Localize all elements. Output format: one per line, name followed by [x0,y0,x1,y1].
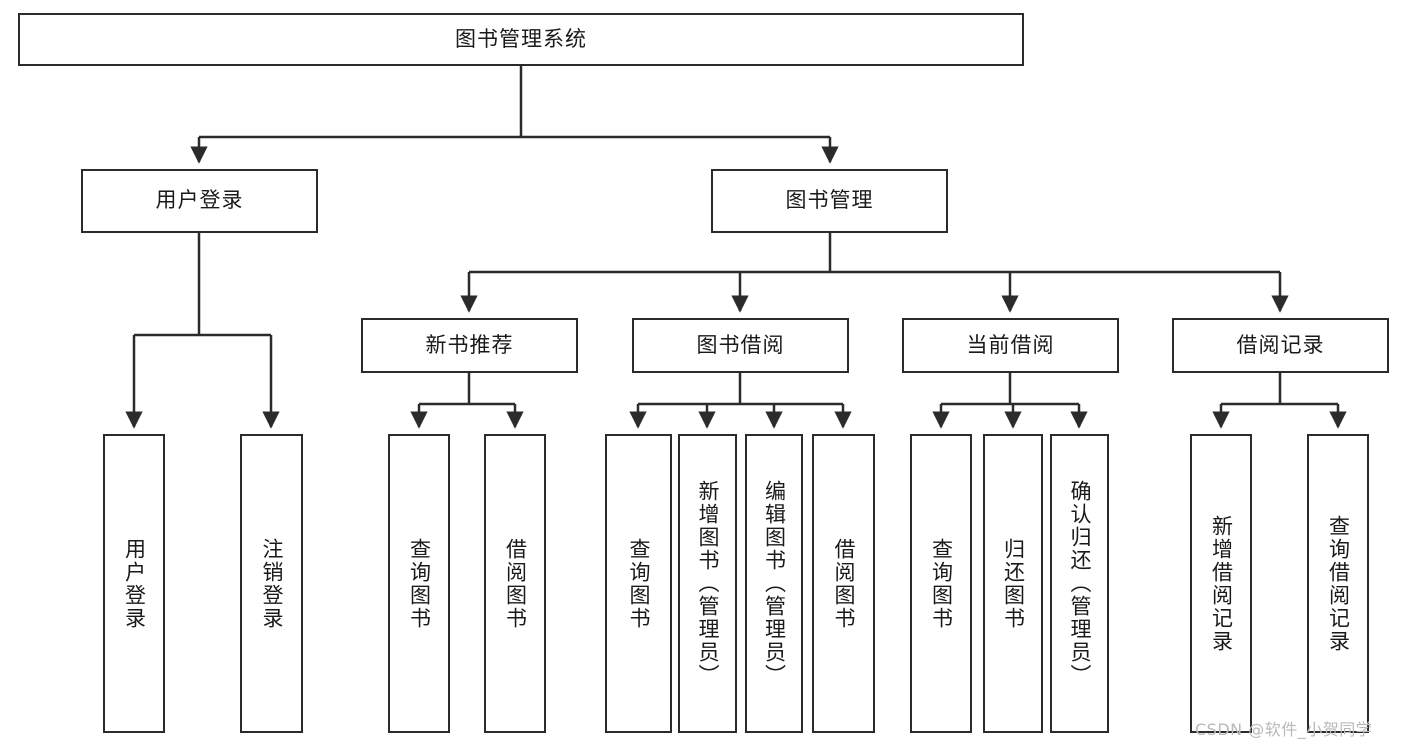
node-level3-book-borrow[interactable]: 图书借阅 [632,318,849,373]
node-leaf-borrow-book-recommend[interactable]: 借阅图书 [484,434,546,733]
node-leaf-confirm-return-admin[interactable]: 确认归还（管理员） [1050,434,1109,733]
node-leaf-user-login[interactable]: 用户登录 [103,434,165,733]
node-leaf-borrow-book[interactable]: 借阅图书 [812,434,875,733]
node-leaf-add-book-admin[interactable]: 新增图书（管理员） [678,434,737,733]
node-leaf-edit-book-admin[interactable]: 编辑图书（管理员） [745,434,803,733]
node-level2-book-management[interactable]: 图书管理 [711,169,948,233]
node-level3-current-borrow[interactable]: 当前借阅 [902,318,1119,373]
node-leaf-query-borrow-record[interactable]: 查询借阅记录 [1307,434,1369,733]
node-level3-new-book-recommend[interactable]: 新书推荐 [361,318,578,373]
node-leaf-add-borrow-record[interactable]: 新增借阅记录 [1190,434,1252,733]
node-leaf-query-book-current[interactable]: 查询图书 [910,434,972,733]
csdn-watermark: CSDN @软件_小贺同学 [1195,720,1373,739]
node-level3-borrow-record[interactable]: 借阅记录 [1172,318,1389,373]
node-leaf-query-book-borrow[interactable]: 查询图书 [605,434,672,733]
node-leaf-query-book-recommend[interactable]: 查询图书 [388,434,450,733]
node-leaf-return-book[interactable]: 归还图书 [983,434,1043,733]
node-level2-user-login[interactable]: 用户登录 [81,169,318,233]
node-root[interactable]: 图书管理系统 [18,13,1024,66]
node-leaf-logout[interactable]: 注销登录 [240,434,303,733]
